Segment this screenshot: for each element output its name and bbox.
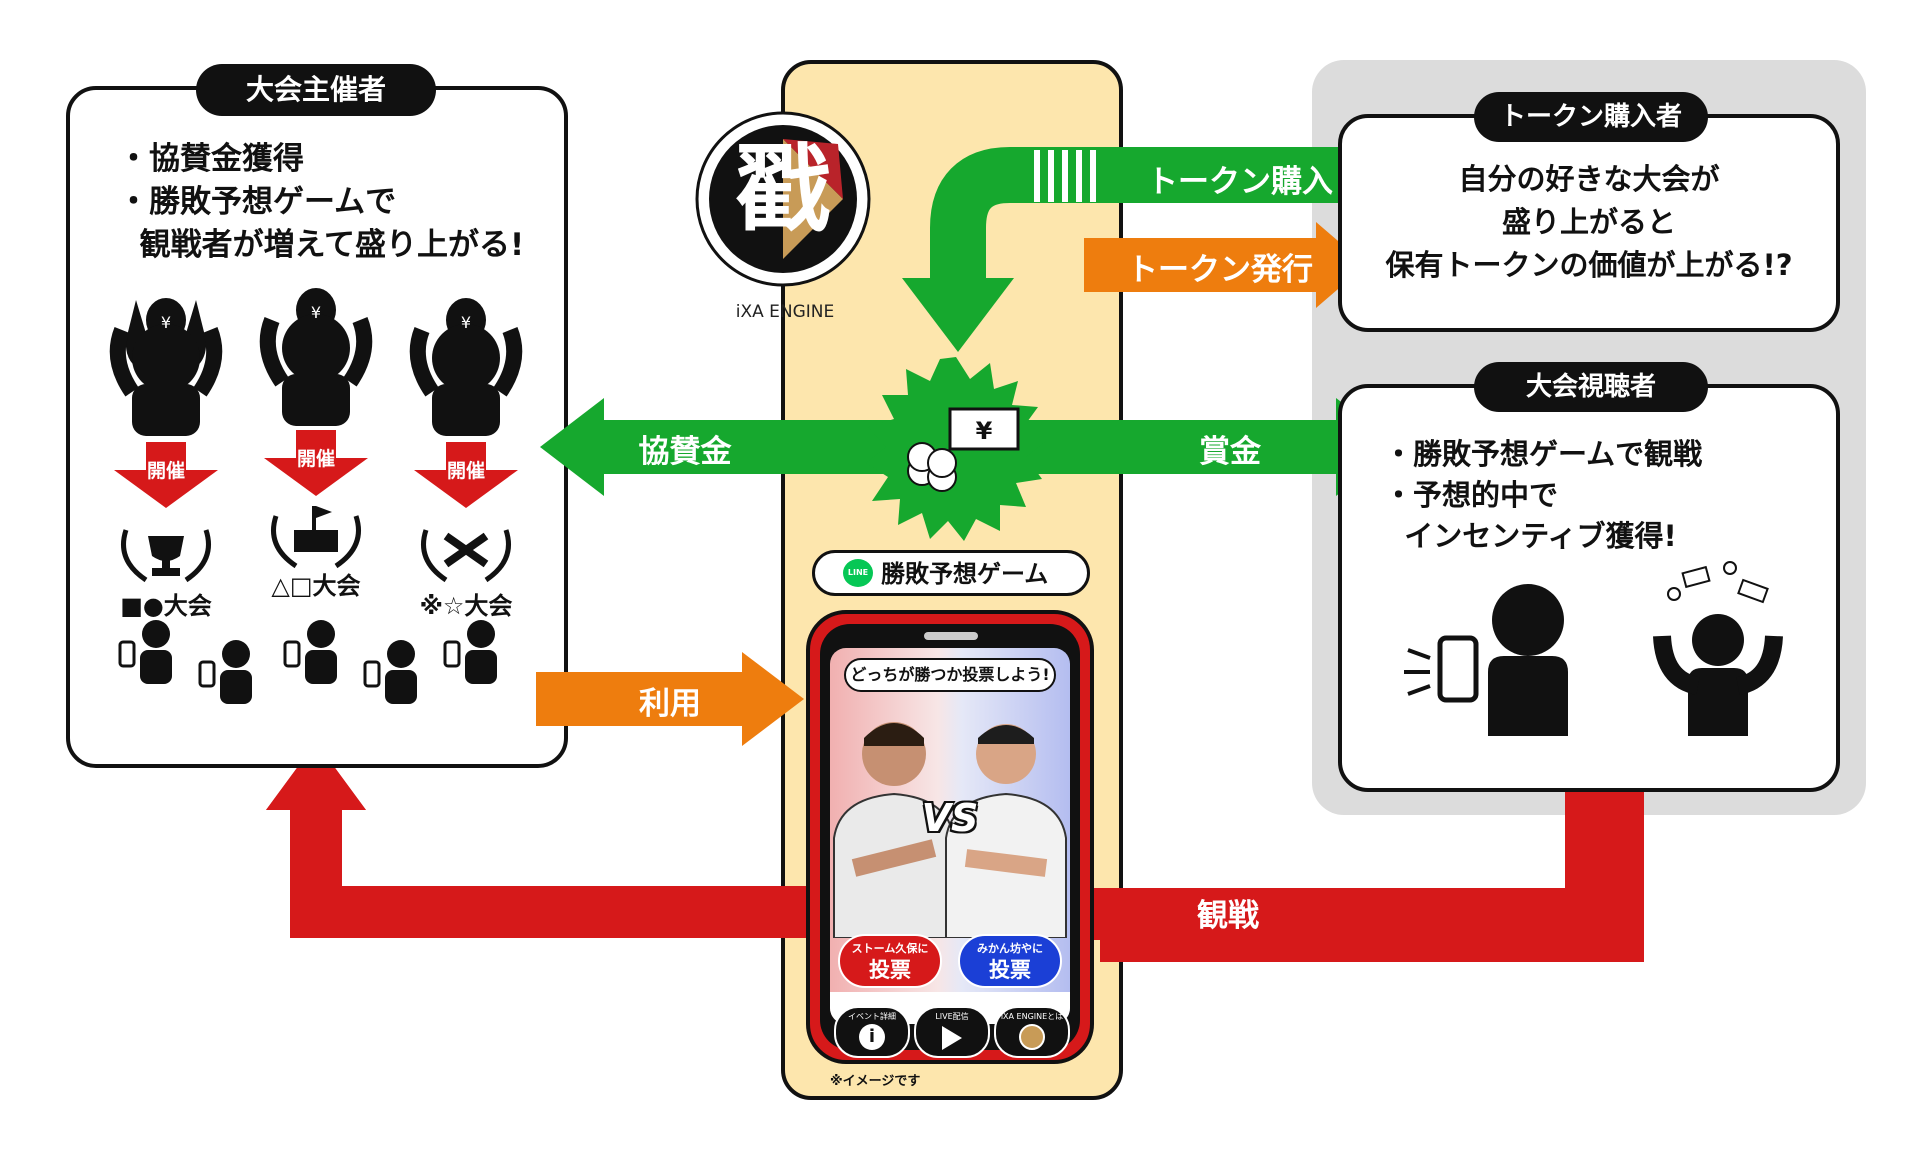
nav-about-label: iXA ENGINEとは (1000, 1012, 1064, 1021)
hold-arrow-icon (114, 442, 218, 508)
viewer-with-phone-icon (283, 620, 337, 684)
players-illustration (833, 722, 1067, 938)
info-icon: i (859, 1024, 885, 1050)
hold-arrow-icon (414, 442, 518, 508)
hold-label-3: 開催 (446, 460, 485, 482)
castle-icon (271, 506, 361, 569)
token-buyer-title: トークン購入者 (1474, 92, 1708, 142)
hold-arrow-icon (264, 430, 368, 496)
vote-left-button[interactable]: ストーム久保に 投票 (838, 934, 942, 988)
image-note: ※イメージです (830, 1074, 921, 1089)
sponsor-person-icon: ¥ (109, 298, 223, 436)
viewer-with-phone-icon (198, 640, 252, 704)
mini-logo-icon (1019, 1024, 1045, 1050)
phone-screen: どっちが勝つか投票しよう! VS ストーム久保に 投票 みかん坊やに 投票 (830, 648, 1070, 1024)
viewer-with-phone-icon (363, 640, 417, 704)
phone-notch (924, 632, 978, 640)
game-title-badge: LINE 勝敗予想ゲーム (812, 550, 1090, 596)
hold-label-1: 開催 (146, 460, 185, 482)
viewer-bullets: ・勝敗予想ゲームで観戦 ・予想的中で インセンティブ獲得! (1384, 437, 1703, 553)
vote-right-sub: みかん坊やに (977, 942, 1043, 955)
svg-text:¥: ¥ (161, 313, 171, 332)
viewer-title: 大会視聴者 (1474, 362, 1708, 412)
game-title: 勝敗予想ゲーム (881, 560, 1049, 588)
crossed-guns-icon (421, 529, 511, 583)
viewer-panel: ・勝敗予想ゲームで観戦 ・予想的中で インセンティブ獲得! (1338, 384, 1840, 792)
tournament-label-3: ※☆大会 (419, 592, 513, 620)
token-buyer-panel: 自分の好きな大会が 盛り上がると 保有トークンの価値が上がる!? (1338, 114, 1840, 332)
sponsor-person-icon: ¥ (259, 288, 373, 426)
viewer-watching-phone-icon (1404, 584, 1568, 736)
organizer-title: 大会主催者 (196, 64, 436, 116)
organizer-bullets: ・協賛金獲得 ・勝敗予想ゲームで 観戦者が増えて盛り上がる! (118, 141, 525, 263)
watch-label: 観戦 (1197, 898, 1259, 934)
trophy-icon (121, 529, 211, 583)
play-icon (942, 1026, 962, 1050)
celebrating-viewer-icon (1653, 561, 1783, 736)
nav-event-detail-button[interactable]: イベント詳細 i (834, 1006, 910, 1058)
vote-left-main: 投票 (869, 958, 911, 982)
svg-text:¥: ¥ (461, 313, 471, 332)
svg-text:¥: ¥ (976, 417, 993, 445)
vote-left-sub: ストーム久保に (851, 942, 929, 955)
logo-caption: iXA ENGINE (735, 302, 835, 322)
player-right-avatar (945, 724, 1067, 938)
token-buyer-text: 自分の好きな大会が 盛り上がると 保有トークンの価値が上がる!? (1385, 162, 1793, 282)
player-left-avatar (833, 722, 955, 938)
money-starburst-icon: ¥ (866, 357, 1046, 541)
sponsorship-label: 協賛金 (638, 434, 732, 470)
viewer-with-phone-icon (443, 620, 497, 684)
vote-right-button[interactable]: みかん坊やに 投票 (958, 934, 1062, 988)
vote-right-main: 投票 (989, 958, 1031, 982)
use-label: 利用 (639, 686, 701, 722)
nav-live-button[interactable]: LIVE配信 (914, 1006, 990, 1058)
ixa-engine-logo (695, 111, 871, 287)
svg-text:¥: ¥ (311, 303, 321, 322)
token-issue-label: トークン発行 (1127, 252, 1313, 288)
nav-about-button[interactable]: iXA ENGINEとは (994, 1006, 1070, 1058)
viewer-icons (1404, 561, 1783, 736)
line-icon: LINE (843, 559, 873, 587)
phone-mockup: どっちが勝つか投票しよう! VS ストーム久保に 投票 みかん坊やに 投票 (806, 610, 1094, 1064)
prize-label: 賞金 (1199, 434, 1261, 470)
organizer-icons: ¥ ¥ ¥ (109, 288, 523, 704)
token-purchase-label: トークン購入 (1147, 164, 1333, 200)
tournament-label-1: ■●大会 (120, 592, 212, 620)
vs-mark: VS (921, 796, 979, 840)
sponsor-person-icon: ¥ (409, 298, 523, 436)
nav-event-detail-label: イベント詳細 (848, 1012, 896, 1021)
tournament-label-2: △□大会 (271, 572, 361, 600)
nav-live-label: LIVE配信 (935, 1012, 969, 1021)
viewer-with-phone-icon (118, 620, 172, 684)
vote-prompt: どっちが勝つか投票しよう! (844, 658, 1056, 692)
hold-label-2: 開催 (296, 448, 335, 470)
logo-kanji: 戳 (735, 134, 831, 246)
